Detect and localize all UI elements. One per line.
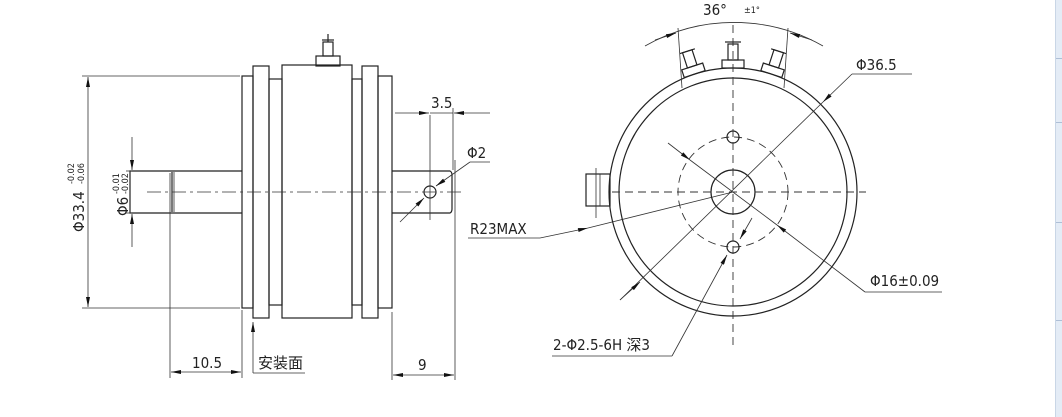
pitch-diameter-label: Φ16±0.09 [870,272,939,290]
terminal-top [315,34,341,67]
tol-upper: -0.01 [112,173,122,194]
scrollbar-edge[interactable] [1055,0,1062,417]
tol-upper: -0.02 [67,163,77,184]
side-terminal [585,168,611,218]
dim-shaft-length: 10.5 [192,354,222,372]
tapped-holes-label: 2-Φ2.5-6H 深3 [553,336,650,354]
shaft-rear [392,115,453,220]
radius-note: R23MAX [470,220,527,238]
dim-hole-offset: 3.5 [431,94,452,112]
dim-body-dia-label: Φ33.4 [70,191,88,232]
front-view: 36° ±1° Φ36.5 Φ16±0.09 2-Φ2.5-6H 深3 [552,1,942,357]
angle-label: 36° [703,1,727,19]
dim-shaft-dia-label: Φ6 [114,197,132,216]
dim-rear-shaft-length: 9 [418,356,427,374]
angle-tolerance: ±1° [744,6,760,16]
mounting-face-label: 安装面 [258,354,303,372]
side-view: Φ33.4 -0.02 -0.06 Φ6 -0.01 -0.02 10.5 安装… [67,34,734,380]
tol-lower: -0.06 [77,163,87,184]
tol-lower: -0.02 [121,173,131,194]
terminals [679,41,787,79]
body [281,64,353,319]
dim-hole-dia: Φ2 [467,144,486,162]
outer-diameter-label: Φ36.5 [856,56,897,74]
